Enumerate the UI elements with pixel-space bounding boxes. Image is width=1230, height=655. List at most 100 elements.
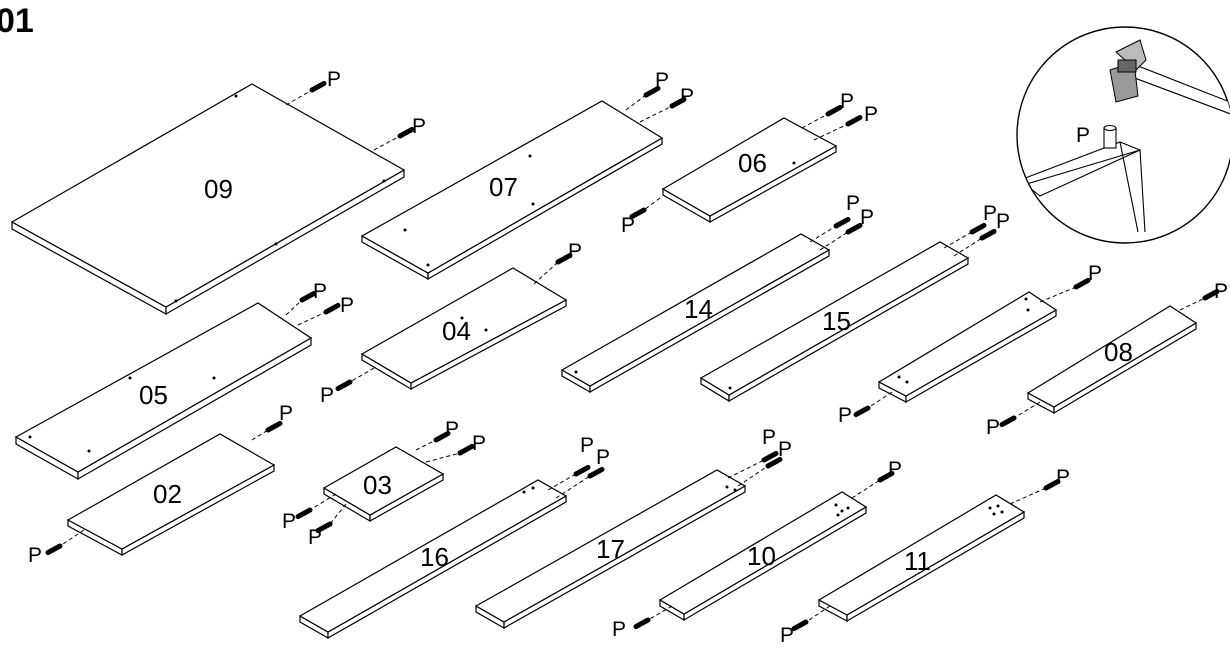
dowel-label: P — [864, 103, 878, 126]
dowel-label: P — [888, 458, 902, 481]
wooden-dowel-icon — [633, 617, 651, 630]
dowel-label: P — [412, 115, 426, 138]
dowel-label: P — [472, 432, 486, 455]
dowel-callout: P — [621, 197, 661, 237]
dowel-guide-line — [851, 479, 881, 499]
wooden-dowel-icon — [323, 302, 341, 315]
dowel-label: P — [596, 446, 610, 469]
step-number: 01 — [0, 2, 34, 40]
dowel-guide-line — [425, 452, 461, 463]
dowel-label: P — [580, 434, 594, 457]
hammer-icon — [1109, 39, 1230, 117]
wooden-dowel-icon — [299, 290, 317, 303]
wooden-dowel-icon — [979, 228, 997, 241]
dowel-guide-line — [547, 473, 577, 491]
dowel-guide-line — [309, 493, 337, 511]
wooden-dowel-icon — [765, 456, 783, 469]
dowel-guide-line — [349, 367, 375, 383]
dowel-guide-line — [727, 459, 765, 479]
dowel-callout: P — [285, 280, 327, 316]
wooden-dowel-icon — [1043, 478, 1061, 491]
dowel-guide-line — [1013, 401, 1041, 419]
panel-04: 04 — [360, 267, 568, 391]
panel-label-15: 15 — [822, 306, 851, 336]
dowel-guide-line — [329, 503, 347, 525]
dowel-label: P — [1214, 280, 1228, 303]
wooden-dowel-icon — [791, 619, 809, 632]
dowel-callout: P — [612, 605, 673, 641]
dowel-callout: P — [282, 493, 337, 533]
dowel-label: P — [28, 544, 42, 567]
panel-02: 02 — [66, 433, 276, 557]
wooden-dowel-icon — [295, 507, 313, 520]
panel-label-06: 06 — [738, 148, 767, 178]
panel-14: 14 — [560, 233, 831, 394]
dowel-label: P — [320, 384, 334, 407]
dowel-callout: P — [727, 426, 779, 479]
panel-label-09: 09 — [204, 174, 233, 204]
wooden-dowel-icon — [845, 222, 863, 235]
wooden-dowel-icon — [825, 104, 843, 117]
dowel-guide-line — [625, 94, 647, 111]
panel-label-05: 05 — [139, 380, 168, 410]
wooden-dowel-icon — [643, 85, 661, 98]
wooden-dowel-icon — [629, 207, 647, 220]
wooden-dowel-icon — [853, 405, 871, 418]
dowel-guide-line — [737, 465, 769, 487]
panel-label-17: 17 — [596, 534, 625, 564]
dowel-guide-line — [59, 529, 85, 547]
wooden-dowel-icon — [573, 464, 591, 477]
panel-07: 07 — [360, 100, 664, 281]
dowel-guide-line — [953, 237, 983, 257]
dowel-guide-line — [867, 391, 893, 409]
wooden-dowel-icon — [265, 420, 283, 433]
dowel-callout: P — [851, 458, 902, 499]
dowel-callout: P — [986, 401, 1041, 439]
dowel-guide-line — [297, 311, 327, 326]
panel-unlabeled — [877, 291, 1058, 404]
dowel-label: P — [680, 85, 694, 108]
dowel-callout: P — [555, 446, 610, 499]
panel-09: 09 — [10, 83, 406, 316]
panel-17: 17 — [474, 469, 747, 630]
panel-label-08: 08 — [1104, 337, 1133, 367]
dowel-label: P — [621, 214, 635, 237]
dowel-label: P — [282, 510, 296, 533]
dowel-callout: P — [838, 391, 893, 427]
dowel-callout: P — [425, 432, 486, 463]
wooden-dowel-icon — [969, 222, 987, 235]
dowel-label: P — [860, 206, 874, 229]
wooden-dowel-icon — [555, 252, 573, 265]
dowel-guide-line — [943, 231, 973, 249]
panel-label-14: 14 — [684, 294, 713, 324]
wooden-dowel-icon — [457, 443, 475, 456]
dowel-callout: P — [28, 529, 85, 567]
dowel-callout: P — [320, 367, 375, 407]
dowel-callout: P — [813, 103, 878, 141]
dowel-label: P — [568, 240, 582, 263]
dowel-label: P — [983, 202, 997, 225]
dowel-callout: P — [625, 69, 669, 111]
panel-label-07: 07 — [489, 172, 518, 202]
dowel-guide-line — [809, 225, 837, 243]
wooden-dowel-icon — [1202, 288, 1220, 301]
dowel-callout: P — [737, 438, 792, 487]
dowel-callout: P — [297, 294, 354, 326]
dowel-label: P — [840, 90, 854, 113]
dowel-label: P — [340, 294, 354, 317]
dowel-callout: P — [1009, 466, 1070, 505]
dowel-label: P — [762, 426, 776, 449]
panel-03: 03 — [322, 446, 445, 523]
dowel-callout: P — [1039, 262, 1102, 303]
wooden-dowel-icon — [315, 521, 333, 534]
dowel-callout: P — [943, 202, 997, 249]
wooden-dowel-icon — [877, 470, 895, 483]
dowel-label: P — [1056, 466, 1070, 489]
dowel-guide-line — [285, 89, 313, 106]
wooden-dowel-icon — [999, 415, 1017, 428]
dowel-label: P — [838, 404, 852, 427]
dowel-guide-line — [647, 605, 673, 621]
dowel-callout: P — [308, 503, 347, 549]
